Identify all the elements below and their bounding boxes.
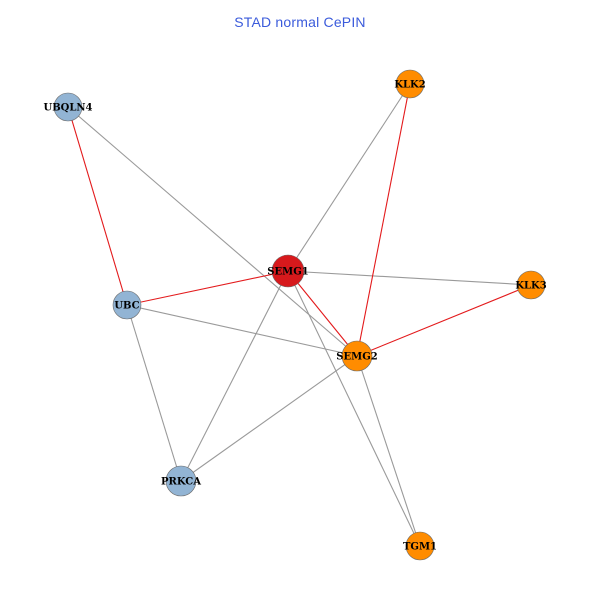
node-KLK3 [516,270,546,300]
edge-UBC-UBQLN4 [67,106,128,306]
node-label-UBQLN4: UBQLN4 [43,103,92,114]
node-SEMG2 [341,340,373,372]
edge-UBC-PRKCA [126,304,182,482]
node-label-SEMG1: SEMG1 [267,267,308,278]
node-KLK2 [395,69,425,99]
node-UBC [112,290,142,320]
node-label-UBC: UBC [114,301,139,312]
figure-title: STAD normal CePIN [234,14,366,30]
node-label-TGM1: TGM1 [403,542,437,553]
node-UBQLN4 [53,92,83,122]
edge-SEMG1-SEMG2 [287,270,358,357]
edge-KLK3-SEMG1 [287,270,532,286]
edge-SEMG2-KLK3 [356,284,532,357]
node-label-KLK2: KLK2 [394,80,425,91]
edge-SEMG1-PRKCA [180,270,289,482]
node-label-PRKCA: PRKCA [161,477,201,488]
edge-SEMG2-PRKCA [180,355,358,482]
node-label-SEMG2: SEMG2 [336,352,377,363]
node-SEMG1 [271,254,305,288]
edge-SEMG2-KLK2 [356,83,411,357]
edge-UBC-SEMG2 [126,304,358,357]
edge-KLK2-SEMG1 [287,83,411,272]
edge-UBC-SEMG1 [126,270,289,306]
edge-SEMG1-TGM1 [287,270,421,547]
edge-SEMG2-TGM1 [356,355,421,547]
node-TGM1 [405,531,435,561]
node-label-KLK3: KLK3 [515,281,546,292]
node-PRKCA [165,465,197,497]
